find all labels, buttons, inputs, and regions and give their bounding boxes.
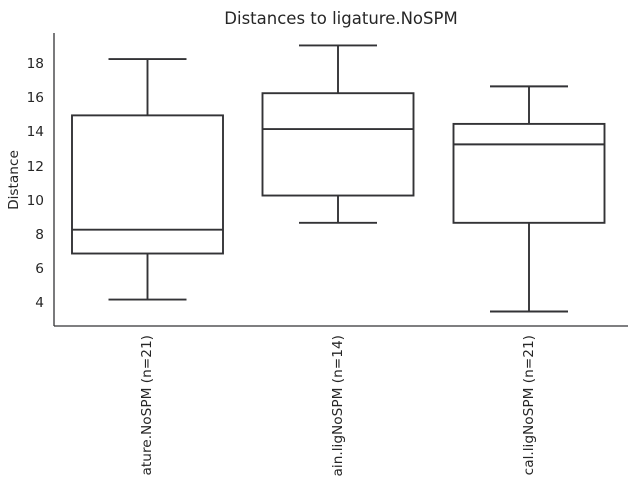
y-tick-label: 10 [26, 192, 44, 209]
x-tick-label: cal.ligNoSPM (n=21) [520, 335, 537, 476]
boxplot-group-2 [261, 44, 415, 224]
box-iqr-rect [452, 122, 606, 224]
boxplot-group-1 [71, 58, 224, 301]
boxplot-group-3 [452, 85, 606, 313]
y-tick-label: 6 [35, 260, 44, 277]
y-tick-label: 18 [26, 56, 44, 73]
y-tick-label: 4 [35, 294, 44, 311]
y-tick-label: 16 [26, 90, 44, 107]
y-tick-label: 8 [35, 226, 44, 243]
box-iqr-rect [71, 114, 224, 255]
y-tick-label: 14 [26, 124, 44, 141]
box-iqr-rect [261, 92, 415, 197]
x-tick-label: ature.NoSPM (n=21) [139, 335, 155, 476]
chart-title: Distances to ligature.NoSPM [224, 9, 458, 28]
y-tick-label: 12 [26, 158, 44, 175]
x-tick-label: ain.ligNoSPM (n=14) [329, 335, 346, 477]
